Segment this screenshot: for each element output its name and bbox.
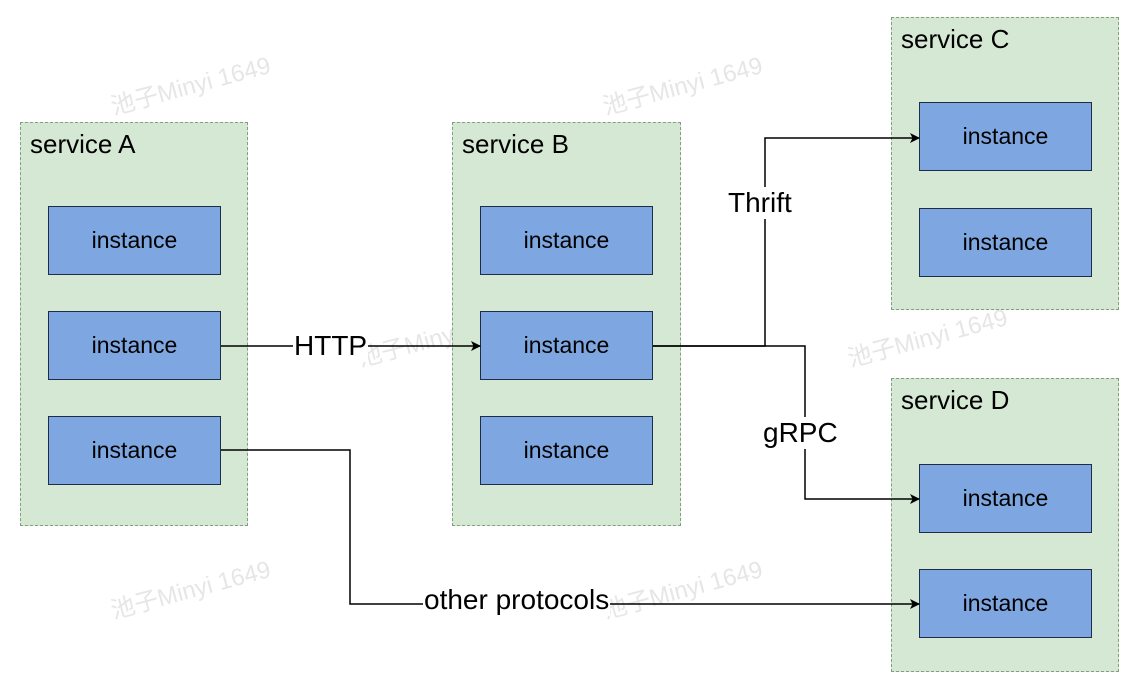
other-protocols-label: other protocols: [423, 584, 611, 616]
grpc-label: gRPC: [762, 417, 839, 449]
service-d-title: service D: [901, 385, 1010, 415]
service-a-instance-1[interactable]: instance: [48, 206, 221, 275]
service-a-instance-3[interactable]: instance: [48, 416, 221, 485]
service-d-instance-1[interactable]: instance: [919, 464, 1092, 533]
thrift-edge: [653, 133, 920, 347]
service-a-instance-2[interactable]: instance: [48, 311, 221, 380]
service-b-title: service B: [462, 129, 569, 159]
service-c-title: service C: [901, 24, 1010, 54]
service-b-instance-2[interactable]: instance: [480, 311, 653, 380]
service-c-instance-2[interactable]: instance: [919, 208, 1092, 277]
service-d-instance-2[interactable]: instance: [919, 569, 1092, 638]
service-b-instance-3[interactable]: instance: [480, 416, 653, 485]
service-a-title: service A: [30, 129, 136, 159]
service-b-instance-1[interactable]: instance: [480, 206, 653, 275]
thrift-label: Thrift: [727, 187, 793, 219]
http-label: HTTP: [293, 330, 369, 362]
other-protocols-edge: [221, 449, 920, 609]
